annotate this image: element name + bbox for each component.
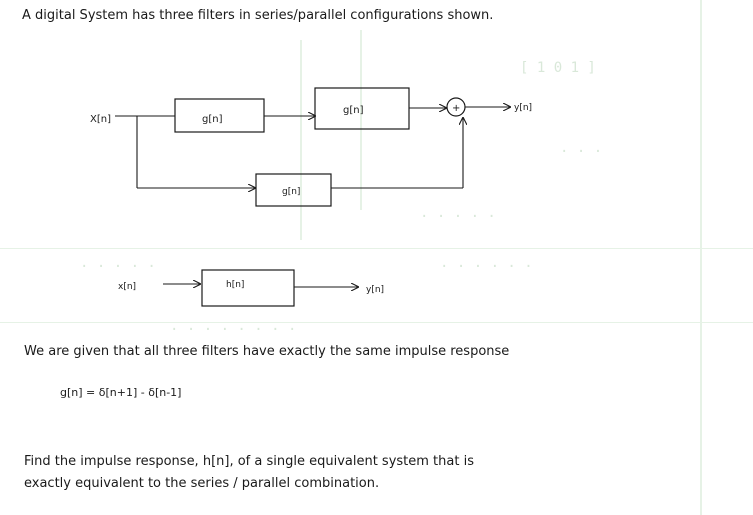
background-ghost-writing: . . . . . . . . [170,318,297,334]
ruled-line [300,40,302,240]
question-line-2: exactly equivalent to the series / paral… [24,476,380,491]
filter-block-g3 [255,173,332,207]
input-label-bottom: x[n] [118,282,136,292]
adder-symbol: + [452,103,460,114]
block-diagram: X[n] g[n] g[n] + y[n] g[n] x[n] h[n] [90,87,532,307]
equivalent-block-h [201,269,295,307]
ruled-line [0,322,753,323]
background-ghost-writing: [ 1 0 1 ] [520,60,596,76]
filter-block-g1-label: g[n] [202,114,223,125]
input-label-top: X[n] [90,114,111,125]
output-label-top: y[n] [514,103,532,113]
impulse-response-equation: g[n] = δ[n+1] - δ[n-1] [60,386,182,399]
background-ghost-writing: . . . . . . [440,255,533,271]
background-ghost-writing: . . . . . [80,255,156,271]
background-ghost-writing: . . . . . [420,205,496,221]
filter-block-g2-label: g[n] [343,105,364,116]
problem-intro: A digital System has three filters in se… [22,8,494,23]
ruled-line [360,30,362,210]
filter-block-g3-label: g[n] [282,187,300,197]
given-statement: We are given that all three filters have… [24,344,510,359]
background-ghost-writing: . . . [560,140,603,156]
ruled-line [700,0,702,515]
ruled-line [0,248,753,249]
output-label-bottom: y[n] [366,285,384,295]
question-line-1: Find the impulse response, h[n], of a si… [24,454,474,469]
equivalent-block-h-label: h[n] [226,280,244,290]
